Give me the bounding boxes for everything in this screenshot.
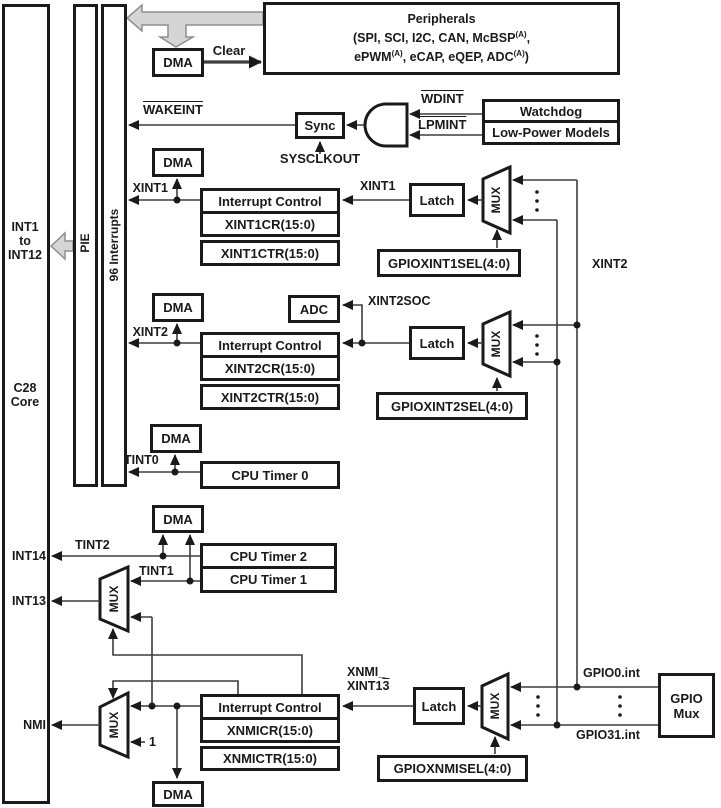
dma-tint12-box: DMA — [152, 505, 204, 533]
gpioxnmisel-box: GPIOXNMISEL(4:0) — [377, 755, 528, 782]
pie-box — [73, 4, 98, 487]
xint1-mux-label: MUX — [489, 186, 503, 214]
xint1ctr-box: XINT1CTR(15:0) — [200, 240, 340, 266]
xnmictr-box: XNMICTR(15:0) — [200, 746, 340, 771]
int14-label: INT14 — [11, 549, 46, 563]
xnmi-xint13-label: XNMI_ XINT13 — [347, 665, 390, 693]
lpmint-label: LPMINT — [418, 117, 467, 132]
nmi-label: NMI — [23, 718, 46, 732]
c28-core-label: C28 Core — [10, 381, 40, 409]
cpu-timer1-box: CPU Timer 1 — [200, 566, 337, 593]
nmi-mux-shape — [98, 690, 130, 760]
peripherals-text: Peripherals (SPI, SCI, I2C, CAN, McBSP(A… — [352, 11, 531, 65]
pie-96-interrupts-box — [101, 4, 127, 487]
pie-96-interrupts-label: 96 Interrupts — [107, 208, 121, 282]
sync-box: Sync — [295, 112, 345, 139]
adc-box: ADC — [288, 295, 340, 323]
junction-dots — [148, 196, 581, 729]
wakeint-label: WAKEINT — [143, 102, 203, 117]
int13-label: INT13 — [11, 594, 46, 608]
pie-to-peripherals-gray-arrow — [125, 3, 264, 48]
pie-to-core-gray-arrow — [49, 231, 74, 261]
xnmi-mux-shape — [480, 671, 510, 742]
xnmi-mux-label: MUX — [488, 692, 502, 720]
clear-label: Clear — [212, 43, 246, 58]
and-gate — [363, 102, 409, 148]
xint2cr-box: XINT2CR(15:0) — [200, 355, 340, 381]
xint1-mux-shape — [481, 164, 512, 236]
xint2-mux-label: MUX — [489, 330, 503, 358]
xnmi-interrupt-control-box: Interrupt Control — [200, 694, 340, 720]
dma-nmi-box: DMA — [152, 781, 204, 807]
gpio-mux-box: GPIO Mux — [658, 673, 715, 738]
xint1-left-label: XINT1 — [132, 181, 168, 195]
nmi-mux-select — [108, 680, 239, 699]
xint2ctr-box: XINT2CTR(15:0) — [200, 384, 340, 410]
xint2-left-label: XINT2 — [132, 325, 168, 339]
int13-mux-select — [108, 628, 303, 694]
tint0-label: TINT0 — [124, 453, 159, 467]
wdint-label: WDINT — [421, 91, 464, 106]
pie-label: PIE — [78, 233, 92, 253]
int1-to-int12-label: INT1 to INT12 — [7, 220, 43, 262]
gpio31-int-label: GPIO31.int — [576, 728, 640, 742]
gpio-mux-text: GPIO Mux — [670, 690, 703, 721]
gpio0-int-label: GPIO0.int — [583, 666, 640, 680]
xint2-right-label: XINT2 — [592, 257, 628, 271]
tint1-label: TINT1 — [139, 564, 174, 578]
xint1-mid-label: XINT1 — [360, 179, 396, 193]
nmi-mux-label: MUX — [107, 711, 121, 739]
gpioxint2sel-box: GPIOXINT2SEL(4:0) — [376, 392, 528, 420]
xint2-mux-shape — [481, 309, 512, 379]
xint2soc-line — [342, 300, 363, 343]
dma-tint0-box: DMA — [150, 424, 202, 453]
xint1cr-box: XINT1CR(15:0) — [200, 211, 340, 237]
xint1-latch-box: Latch — [409, 183, 465, 217]
cpu-timer0-box: CPU Timer 0 — [200, 461, 340, 489]
xnmicr-box: XNMICR(15:0) — [200, 717, 340, 743]
one-constant-label: 1 — [149, 735, 156, 749]
dma-xint2-box: DMA — [152, 293, 204, 322]
gpioxint1sel-box: GPIOXINT1SEL(4:0) — [377, 249, 521, 277]
low-power-modes-box: Low-Power Models — [482, 120, 620, 145]
dma-clear-box: DMA — [152, 48, 204, 77]
dma-xint1-box: DMA — [152, 148, 204, 177]
peripherals-box: Peripherals (SPI, SCI, I2C, CAN, McBSP(A… — [263, 2, 620, 75]
c28-core-box — [2, 4, 50, 804]
xint2soc-label: XINT2SOC — [368, 294, 431, 308]
tint2-label: TINT2 — [75, 538, 110, 552]
int13-mux-shape — [98, 564, 130, 634]
sysclkout-label: SYSCLKOUT — [279, 151, 361, 166]
xint2-latch-box: Latch — [409, 326, 465, 360]
int13-mux-label: MUX — [107, 585, 121, 613]
xnmi-latch-box: Latch — [413, 687, 465, 725]
ellipsis-dots — [535, 190, 622, 717]
